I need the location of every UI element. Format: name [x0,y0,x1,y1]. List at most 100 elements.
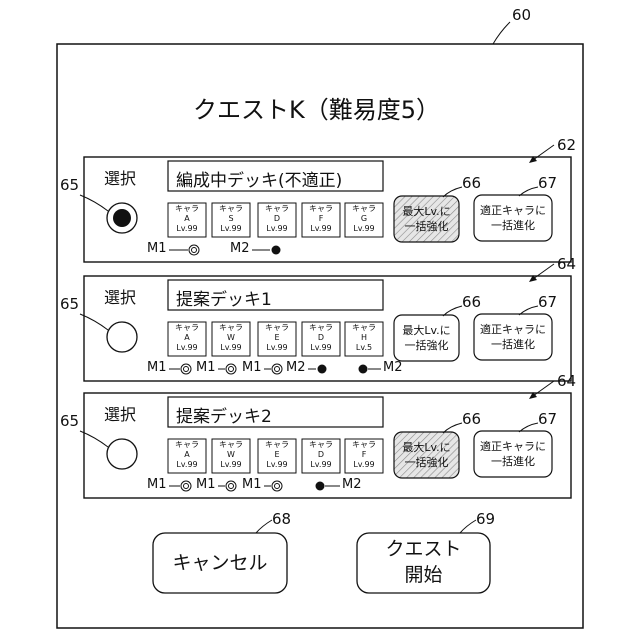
select-radio [107,439,137,469]
marker-double-circle [272,481,282,491]
character-type: キャラ [302,440,340,450]
character-type: キャラ [302,204,340,214]
character-type: キャラ [168,323,206,333]
leader-panel [533,145,554,160]
marker-double-circle [181,364,191,374]
character-level: Lv.99 [258,343,296,353]
character-level: Lv.99 [258,460,296,470]
character-level: Lv.99 [212,343,250,353]
ref-label-panel: 62 [557,136,576,154]
marker-filled-dot [359,365,368,374]
character-chip[interactable]: キャラALv.99 [168,204,206,234]
select-radio [107,322,137,352]
marker-filled-dot [272,246,281,255]
leader-screen [493,22,510,44]
page-title: クエストK（難易度5） [193,90,440,125]
evolve-button[interactable]: 適正キャラに 一括進化 [474,203,552,233]
max-level-button[interactable]: 最大Lv.に 一括強化 [394,204,459,234]
character-id: W [212,450,250,460]
marker-label: M1 [242,477,262,492]
marker-double-circle [181,481,191,491]
character-chip[interactable]: キャラELv.99 [258,440,296,470]
character-level: Lv.99 [258,224,296,234]
character-type: キャラ [212,440,250,450]
character-chip[interactable]: キャラWLv.99 [212,440,250,470]
character-id: D [302,333,340,343]
character-chip[interactable]: キャラSLv.99 [212,204,250,234]
character-level: Lv.5 [345,343,383,353]
character-level: Lv.99 [345,224,383,234]
character-chip[interactable]: キャラELv.99 [258,323,296,353]
marker-double-circle-inner [275,484,280,489]
max-level-button[interactable]: 最大Lv.に 一括強化 [394,323,459,353]
character-id: E [258,450,296,460]
character-type: キャラ [258,440,296,450]
character-id: A [168,450,206,460]
character-id: W [212,333,250,343]
leader-start [460,520,476,533]
select-label: 選択 [104,165,136,189]
ref-label-evolve: 67 [538,410,557,428]
character-type: キャラ [212,204,250,214]
leader-cancel [256,520,272,533]
marker-label: M2 [342,477,362,492]
character-type: キャラ [345,204,383,214]
marker-label: M1 [147,360,167,375]
marker-filled-dot [318,365,327,374]
character-id: A [168,214,206,224]
marker-label: M2 [383,360,403,375]
character-type: キャラ [168,440,206,450]
character-id: F [302,214,340,224]
ref-label-evolve: 67 [538,293,557,311]
character-chip[interactable]: キャラFLv.99 [302,204,340,234]
character-chip[interactable]: キャラGLv.99 [345,204,383,234]
character-id: G [345,214,383,224]
character-id: H [345,333,383,343]
character-level: Lv.99 [168,224,206,234]
character-chip[interactable]: キャラDLv.99 [302,323,340,353]
character-level: Lv.99 [302,343,340,353]
max-level-button[interactable]: 最大Lv.に 一括強化 [394,440,459,470]
marker-label: M1 [196,360,216,375]
character-id: E [258,333,296,343]
select-label: 選択 [104,284,136,308]
character-level: Lv.99 [302,224,340,234]
marker-filled-dot [316,482,325,491]
ref-label-cancel: 68 [272,510,291,528]
marker-double-circle-inner [192,248,197,253]
marker-double-circle-inner [184,484,189,489]
character-chip[interactable]: キャラDLv.99 [258,204,296,234]
evolve-button[interactable]: 適正キャラに 一括進化 [474,439,552,469]
character-chip[interactable]: キャラHLv.5 [345,323,383,353]
character-level: Lv.99 [345,460,383,470]
start-quest-button[interactable]: クエスト 開始 [357,536,490,590]
character-chip[interactable]: キャラALv.99 [168,323,206,353]
evolve-button[interactable]: 適正キャラに 一括進化 [474,322,552,352]
deck-name: 提案デッキ2 [176,402,272,427]
character-type: キャラ [345,323,383,333]
select-label: 選択 [104,401,136,425]
character-type: キャラ [345,440,383,450]
character-id: A [168,333,206,343]
marker-double-circle [189,245,199,255]
character-id: D [302,450,340,460]
ref-label-select: 65 [60,176,79,194]
marker-double-circle-inner [184,367,189,372]
character-level: Lv.99 [302,460,340,470]
deck-name: 提案デッキ1 [176,285,272,310]
character-type: キャラ [168,204,206,214]
character-chip[interactable]: キャラALv.99 [168,440,206,470]
character-id: S [212,214,250,224]
character-chip[interactable]: キャラDLv.99 [302,440,340,470]
marker-label: M1 [196,477,216,492]
marker-double-circle [226,481,236,491]
marker-label: M1 [147,477,167,492]
cancel-button[interactable]: キャンセル [153,533,287,593]
character-chip[interactable]: キャラFLv.99 [345,440,383,470]
deck-name: 編成中デッキ(不適正) [176,166,342,191]
ref-label-select: 65 [60,295,79,313]
ref-label-screen: 60 [512,6,531,24]
character-chip[interactable]: キャラWLv.99 [212,323,250,353]
character-type: キャラ [258,323,296,333]
